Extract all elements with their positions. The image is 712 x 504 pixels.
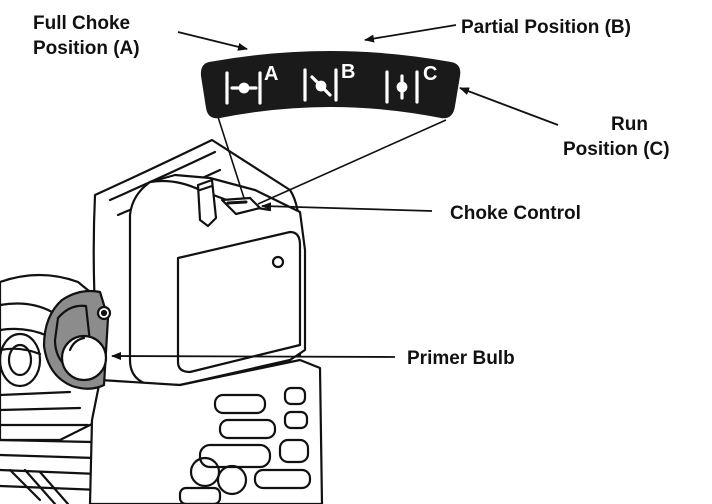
arrow-run xyxy=(459,87,559,126)
engine-illustration xyxy=(0,138,324,504)
bracket-screw-center xyxy=(100,309,108,317)
label-choke-control: Choke Control xyxy=(450,203,581,224)
label-run-line1: Run xyxy=(611,114,648,135)
arrow-primer-bulb xyxy=(111,352,396,361)
label-full-choke-line1: Full Choke xyxy=(33,13,130,34)
arrow-full-choke xyxy=(177,31,248,51)
decal-leader-left xyxy=(217,116,245,199)
primer-bulb xyxy=(60,334,108,382)
grille-slots xyxy=(178,386,312,504)
label-full-choke-line2: Position (A) xyxy=(33,38,140,59)
label-run-line2: Position (C) xyxy=(563,139,670,160)
housing-screw xyxy=(271,255,285,269)
choke-decal: A B C xyxy=(200,51,461,205)
callout-arrows xyxy=(111,24,559,361)
rear-housing-rib xyxy=(108,150,217,202)
carburetor-inner-panel xyxy=(176,230,302,374)
lower-left-fins xyxy=(0,390,102,504)
decal-leader-right xyxy=(257,119,447,205)
primer-bulb-highlight xyxy=(68,336,86,352)
arrow-choke-control xyxy=(261,202,433,212)
position-letter-a: A xyxy=(264,63,278,85)
position-letter-b: B xyxy=(341,61,355,83)
run-symbol-icon xyxy=(385,70,419,104)
partial-choke-symbol-icon xyxy=(303,68,338,102)
label-partial-position: Partial Position (B) xyxy=(461,17,631,38)
full-choke-symbol-icon xyxy=(225,71,262,105)
arrow-partial xyxy=(364,24,457,43)
front-grille-block xyxy=(88,358,324,504)
decal-plate xyxy=(200,51,461,119)
label-primer-bulb: Primer Bulb xyxy=(407,348,515,369)
position-letter-c: C xyxy=(423,63,437,85)
choke-lever xyxy=(196,178,262,228)
